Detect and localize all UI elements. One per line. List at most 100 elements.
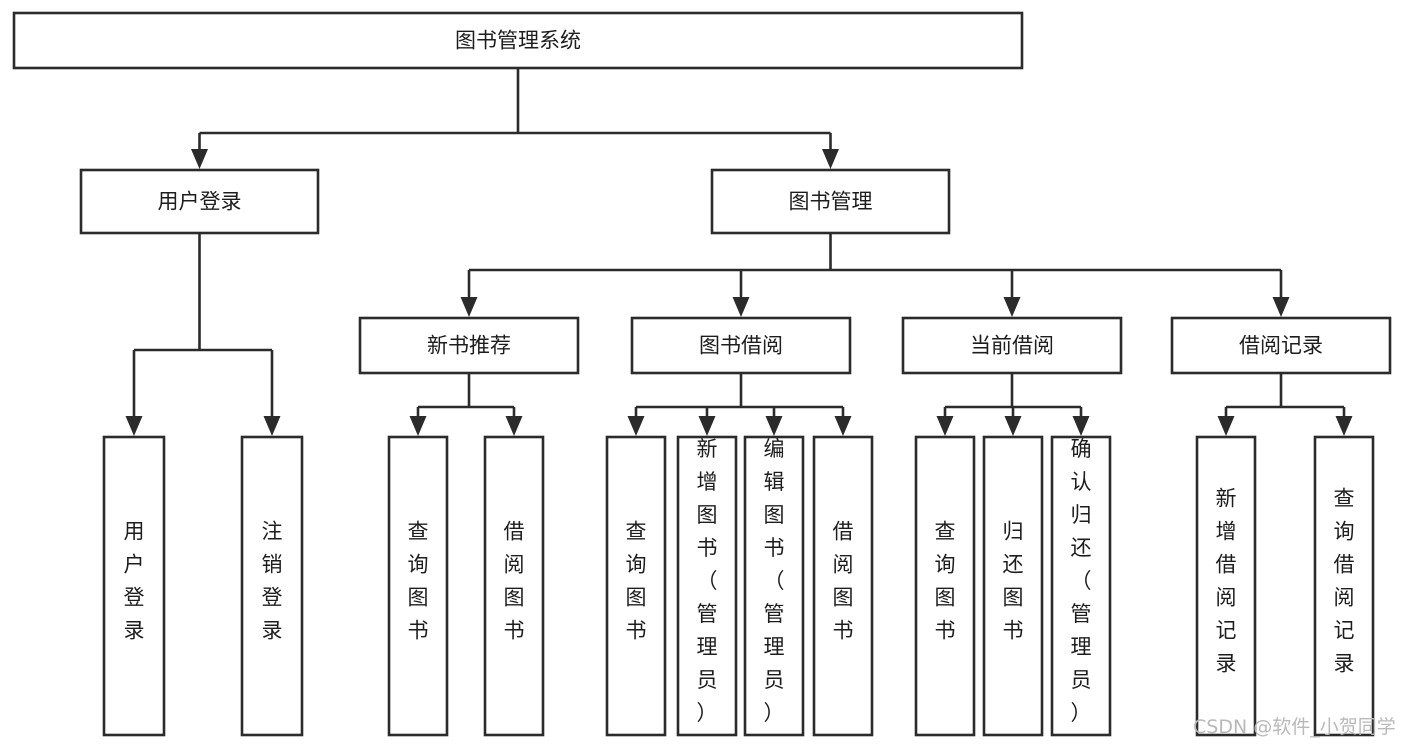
svg-text:阅: 阅 bbox=[1334, 586, 1355, 610]
new-book-recommend-to-leaves-arrow-1 bbox=[505, 416, 523, 436]
current-borrow-to-leaves-arrow-1 bbox=[1004, 416, 1022, 436]
svg-text:归: 归 bbox=[1071, 503, 1092, 527]
svg-text:图: 图 bbox=[1003, 586, 1024, 610]
svg-text:管: 管 bbox=[1071, 602, 1092, 626]
svg-text:（: （ bbox=[764, 569, 785, 593]
svg-text:书: 书 bbox=[764, 536, 785, 560]
svg-text:图: 图 bbox=[626, 586, 647, 610]
svg-text:书: 书 bbox=[408, 619, 429, 643]
node-level2-user-login[interactable]: 用户登录 bbox=[79, 168, 320, 235]
svg-text:还: 还 bbox=[1071, 536, 1092, 560]
node-leaf-query-book-2-rect[interactable] bbox=[387, 435, 449, 737]
svg-text:询: 询 bbox=[935, 553, 956, 577]
node-leaf-user-login-0[interactable]: 用户登录 bbox=[102, 435, 166, 737]
svg-text:阅: 阅 bbox=[1216, 586, 1237, 610]
svg-text:新: 新 bbox=[1216, 487, 1237, 511]
node-level3-new-book-recommend-rect[interactable] bbox=[358, 316, 580, 375]
node-leaf-add-book-admin-5-rect[interactable] bbox=[676, 435, 738, 737]
node-level3-new-book-recommend-label: 新书推荐 bbox=[427, 334, 511, 358]
root-to-level2-arrow-1 bbox=[822, 149, 839, 169]
svg-text:书: 书 bbox=[697, 536, 718, 560]
svg-text:借: 借 bbox=[833, 520, 854, 544]
node-level2-user-login-label: 用户登录 bbox=[158, 190, 242, 214]
node-leaf-confirm-return-admin-10-rect[interactable] bbox=[1050, 435, 1112, 737]
node-level3-new-book-recommend[interactable]: 新书推荐 bbox=[358, 316, 580, 375]
svg-text:书: 书 bbox=[935, 619, 956, 643]
node-leaf-borrow-book-7-rect[interactable] bbox=[812, 435, 874, 737]
svg-text:理: 理 bbox=[697, 635, 718, 659]
node-leaf-edit-book-admin-6-rect[interactable] bbox=[743, 435, 805, 737]
svg-text:询: 询 bbox=[626, 553, 647, 577]
svg-text:查: 查 bbox=[1334, 487, 1355, 511]
svg-text:理: 理 bbox=[1071, 635, 1092, 659]
node-level3-book-borrow[interactable]: 图书借阅 bbox=[630, 316, 852, 375]
svg-text:录: 录 bbox=[262, 619, 283, 643]
svg-text:图: 图 bbox=[408, 586, 429, 610]
svg-text:户: 户 bbox=[124, 553, 145, 577]
book-borrow-to-leaves-arrow-1 bbox=[698, 416, 716, 436]
svg-text:编: 编 bbox=[764, 437, 785, 461]
svg-text:（: （ bbox=[697, 569, 718, 593]
svg-text:图: 图 bbox=[504, 586, 525, 610]
node-level3-current-borrow[interactable]: 当前借阅 bbox=[901, 316, 1123, 375]
userlogin-to-leaves-arrow-1 bbox=[263, 416, 281, 436]
svg-text:认: 认 bbox=[1071, 470, 1092, 494]
svg-text:录: 录 bbox=[1216, 652, 1237, 676]
svg-text:）: ） bbox=[764, 701, 785, 725]
node-library-system-label: 图书管理系统 bbox=[455, 29, 581, 53]
boxes-layer: 图书管理系统用户登录图书管理新书推荐图书借阅当前借阅借阅记录用户登录注销登录查询… bbox=[12, 11, 1392, 737]
userlogin-to-leaves-arrow-0 bbox=[125, 416, 143, 436]
node-leaf-query-book-4-rect[interactable] bbox=[605, 435, 667, 737]
node-leaf-borrow-book-3-rect[interactable] bbox=[483, 435, 545, 737]
svg-text:确: 确 bbox=[1071, 437, 1092, 461]
node-library-system[interactable]: 图书管理系统 bbox=[12, 11, 1024, 70]
svg-text:阅: 阅 bbox=[833, 553, 854, 577]
svg-text:图: 图 bbox=[833, 586, 854, 610]
book-borrow-to-leaves-arrow-0 bbox=[627, 416, 645, 436]
node-level3-borrow-record-rect[interactable] bbox=[1170, 316, 1392, 375]
svg-text:查: 查 bbox=[935, 520, 956, 544]
node-leaf-logout-1-rect[interactable] bbox=[240, 435, 304, 737]
node-leaf-return-book-9-rect[interactable] bbox=[982, 435, 1044, 737]
svg-text:员: 员 bbox=[697, 668, 718, 692]
svg-text:增: 增 bbox=[1216, 520, 1237, 544]
node-library-system-rect[interactable] bbox=[12, 11, 1024, 70]
bookmgmt-to-level3-arrow-1 bbox=[732, 297, 750, 317]
node-leaf-add-borrow-record-11-rect[interactable] bbox=[1195, 435, 1257, 737]
node-level2-book-management-rect[interactable] bbox=[710, 168, 951, 235]
node-level2-user-login-rect[interactable] bbox=[79, 168, 320, 235]
node-leaf-query-book-8-rect[interactable] bbox=[914, 435, 976, 737]
node-leaf-user-login-0-rect[interactable] bbox=[102, 435, 166, 737]
svg-text:辑: 辑 bbox=[764, 470, 785, 494]
svg-text:管: 管 bbox=[764, 602, 785, 626]
node-level2-book-management[interactable]: 图书管理 bbox=[710, 168, 951, 235]
svg-text:书: 书 bbox=[1003, 619, 1024, 643]
svg-text:注: 注 bbox=[262, 520, 283, 544]
node-level3-borrow-record[interactable]: 借阅记录 bbox=[1170, 316, 1392, 375]
node-leaf-query-borrow-record-12-rect[interactable] bbox=[1313, 435, 1375, 737]
node-level3-current-borrow-rect[interactable] bbox=[901, 316, 1123, 375]
svg-text:）: ） bbox=[697, 701, 718, 725]
svg-text:询: 询 bbox=[1334, 520, 1355, 544]
svg-text:借: 借 bbox=[1216, 553, 1237, 577]
svg-text:图: 图 bbox=[697, 503, 718, 527]
node-level3-book-borrow-rect[interactable] bbox=[630, 316, 852, 375]
